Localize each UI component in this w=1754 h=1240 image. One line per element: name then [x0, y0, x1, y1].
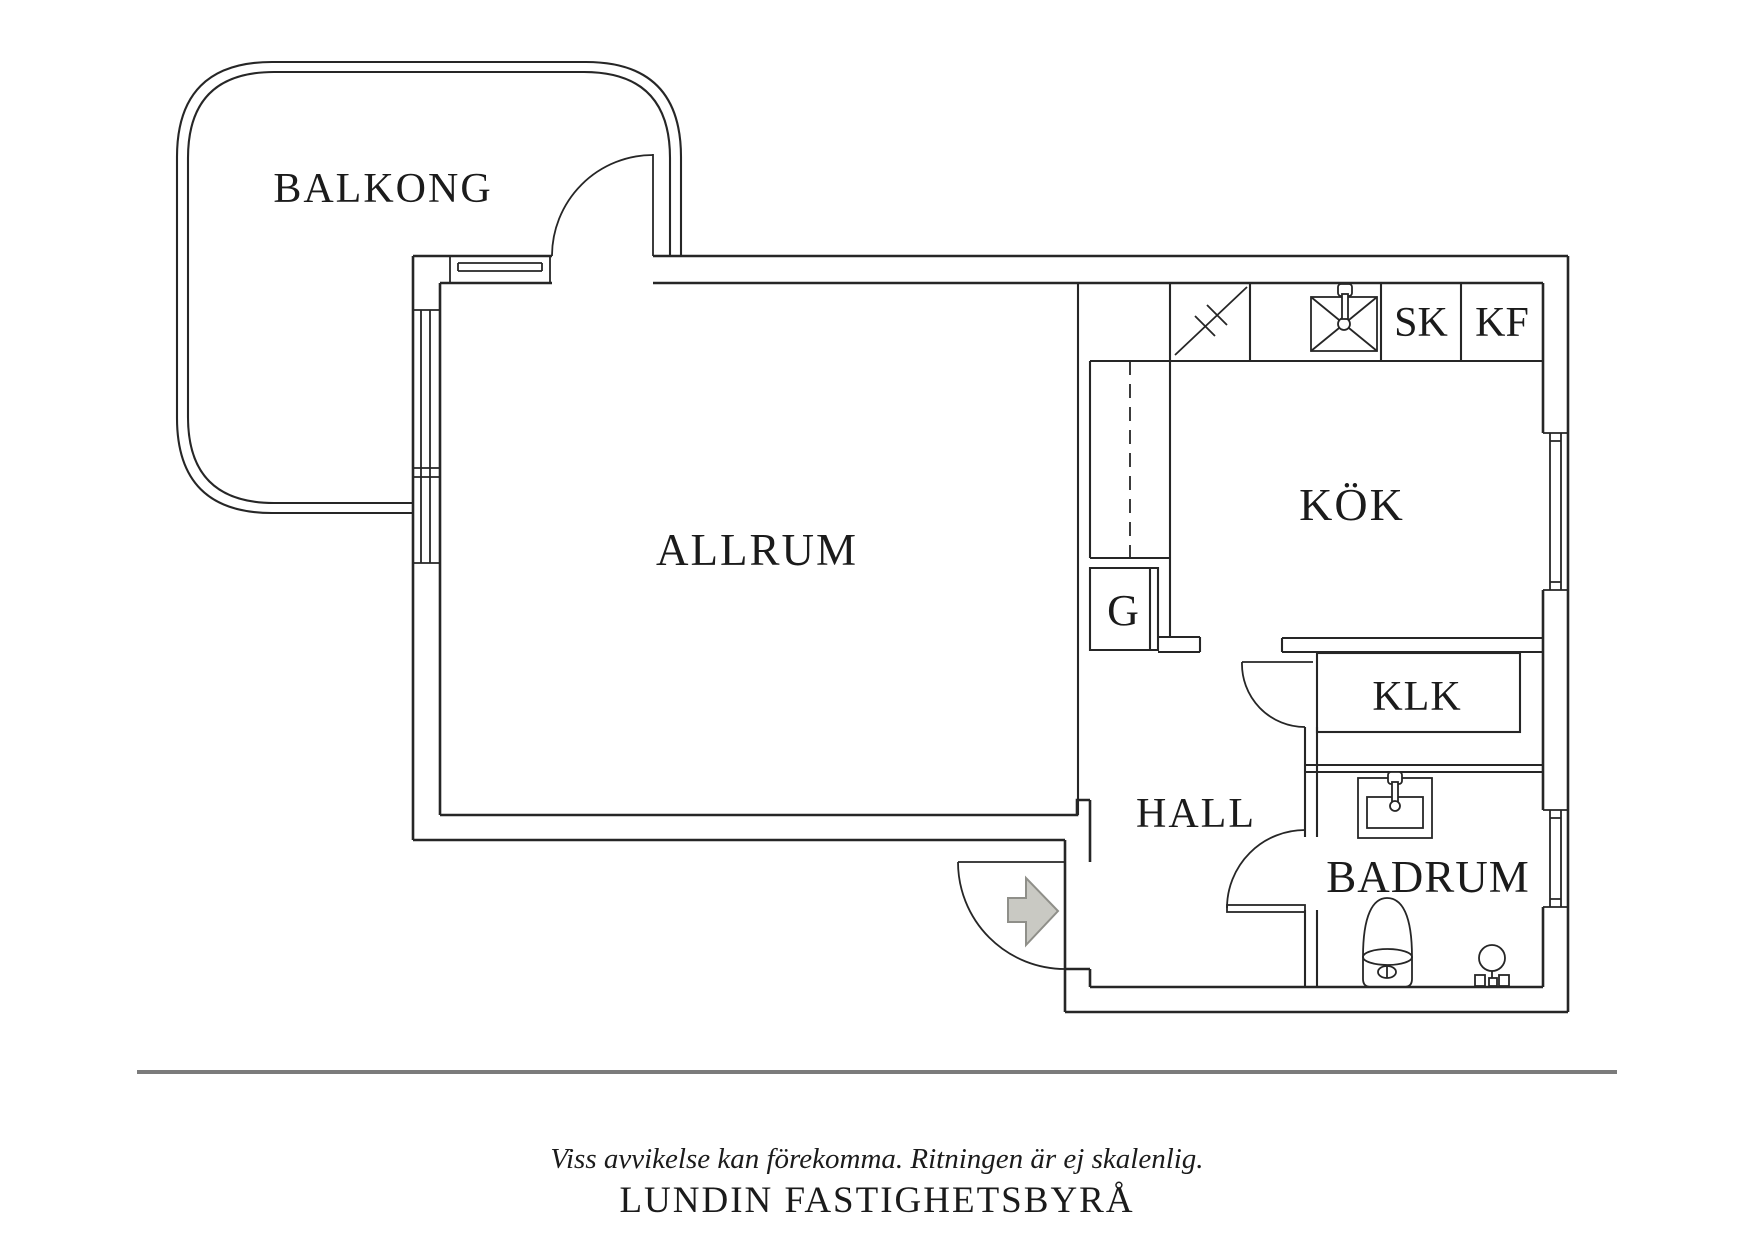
window-kitchen-right	[1543, 432, 1568, 591]
cabinet-label-kf: KF	[1475, 300, 1529, 346]
kitchen-sink-icon	[1310, 283, 1378, 352]
footer-disclaimer: Viss avvikelse kan förekomma. Ritningen …	[550, 1143, 1203, 1175]
floor-drain-icon	[1474, 944, 1510, 987]
cabinet-label-sk: SK	[1394, 300, 1448, 346]
window-top-allrum	[449, 256, 551, 283]
klk-door-icon	[1241, 661, 1313, 728]
room-label-allrum: ALLRUM	[656, 525, 858, 575]
room-label-garderob: G	[1107, 586, 1139, 635]
bathroom-sink-icon	[1357, 771, 1433, 839]
room-label-klk: KLK	[1372, 674, 1461, 720]
balcony-door-icon	[551, 154, 654, 257]
balcony-outline	[175, 60, 683, 515]
entrance-arrow-icon	[1007, 875, 1060, 948]
window-left-allrum	[413, 309, 440, 564]
toilet-icon	[1362, 897, 1413, 988]
room-label-hall: HALL	[1136, 791, 1256, 837]
room-label-kok: KÖK	[1299, 479, 1405, 530]
kitchen-counter	[1168, 283, 1543, 363]
bathroom-door-icon	[1226, 829, 1306, 913]
room-label-balkong: BALKONG	[273, 166, 492, 212]
entrance-door-icon	[957, 861, 1066, 970]
footer-brand: LUNDIN FASTIGHETSBYRÅ	[619, 1180, 1134, 1221]
interior-walls	[1076, 283, 1543, 987]
stove-icon	[1174, 286, 1248, 356]
footer-divider	[137, 1070, 1617, 1074]
window-bathroom-right	[1543, 809, 1568, 908]
room-label-badrum: BADRUM	[1326, 852, 1530, 902]
